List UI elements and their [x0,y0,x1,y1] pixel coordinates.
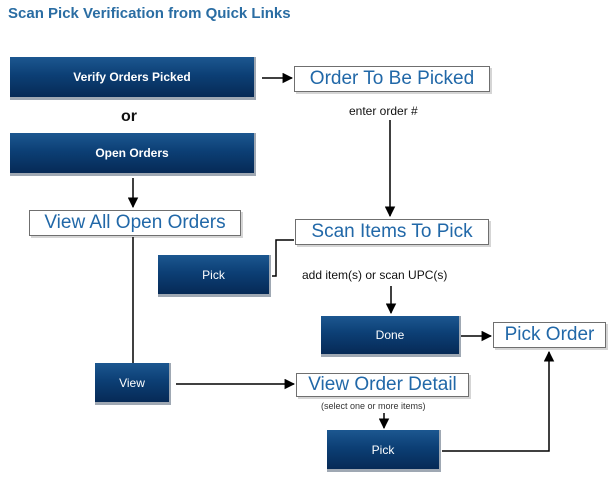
add-items-note: add item(s) or scan UPC(s) [302,268,448,282]
scan-items-to-pick-step: Scan Items To Pick [295,219,489,245]
pick-button-lower[interactable]: Pick [327,430,441,472]
pick-button-upper[interactable]: Pick [158,255,271,297]
view-all-open-orders-step: View All Open Orders [29,210,241,236]
verify-orders-picked-button[interactable]: Verify Orders Picked [10,57,256,100]
or-label: or [121,108,137,125]
enter-order-note: enter order # [349,104,418,118]
view-order-detail-step: View Order Detail [296,373,469,397]
done-button[interactable]: Done [321,316,461,357]
order-to-be-picked-step: Order To Be Picked [294,66,490,92]
connector-pick-to-scan [272,239,294,277]
open-orders-button[interactable]: Open Orders [10,133,256,176]
arrow-pick-to-pick-order [442,350,555,452]
view-button[interactable]: View [95,363,171,405]
select-items-note: (select one or more items) [321,401,426,411]
pick-order-step: Pick Order [493,322,606,348]
diagram-title: Scan Pick Verification from Quick Links [8,5,291,22]
